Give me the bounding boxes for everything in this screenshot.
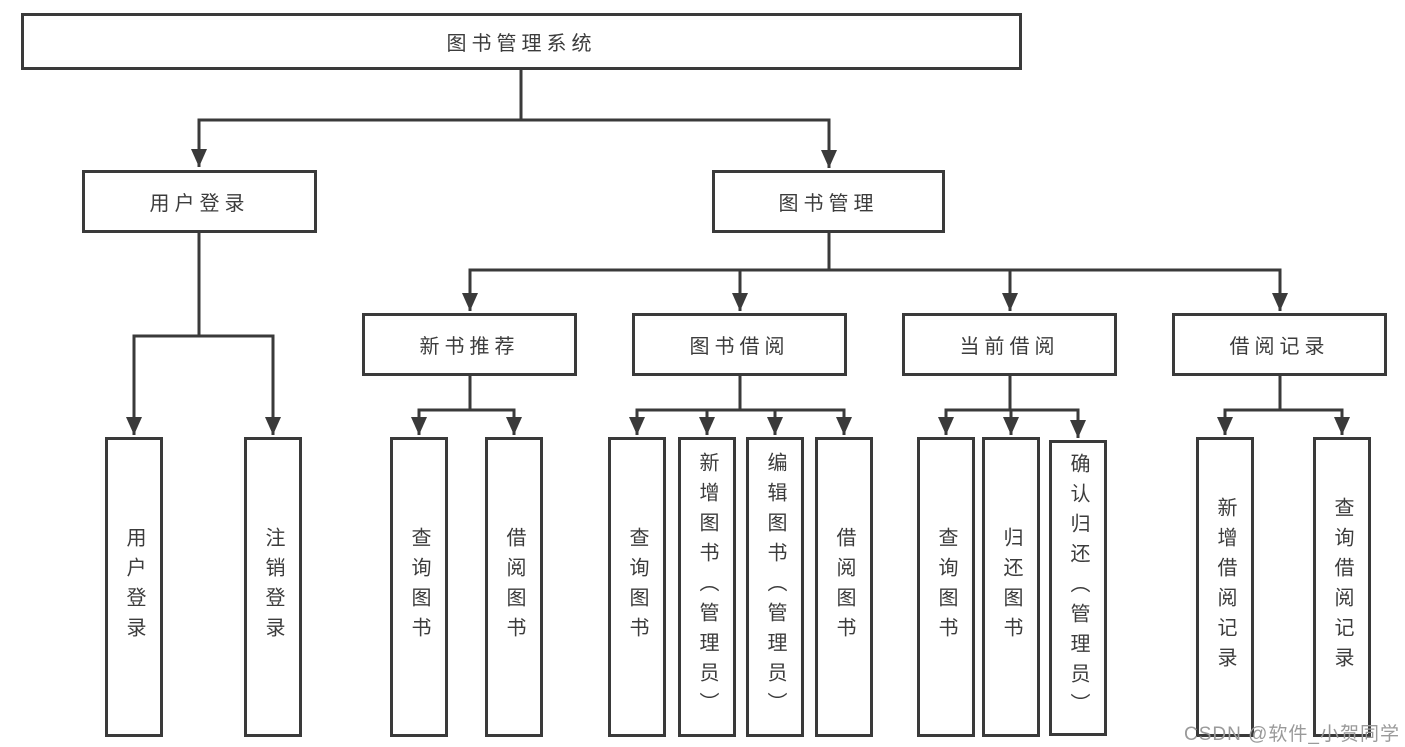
leaf-confirm-return-admin: 确认归还（管理员） — [1049, 440, 1107, 736]
leaf-borrow-books-recommend-label: 借阅图书 — [503, 527, 525, 647]
leaf-borrow-books-borrowing-label: 借阅图书 — [833, 527, 855, 647]
watermark: CSDN @软件_小贺同学 — [1184, 724, 1400, 745]
leaf-user-login-label: 用户登录 — [123, 527, 145, 647]
leaf-logout-login-label: 注销登录 — [262, 527, 284, 647]
leaf-query-books-current-label: 查询图书 — [935, 527, 957, 647]
node-root: 图书管理系统 — [21, 13, 1022, 70]
leaf-query-books-borrowing-label: 查询图书 — [626, 527, 648, 647]
node-current-borrowing: 当前借阅 — [902, 313, 1117, 376]
leaf-edit-books-admin: 编辑图书（管理员） — [746, 437, 804, 737]
node-new-book-recommend: 新书推荐 — [362, 313, 577, 376]
node-book-borrowing: 图书借阅 — [632, 313, 847, 376]
node-borrowing-records-label: 借阅记录 — [1229, 336, 1330, 358]
edge-book-borrowing-children — [629, 376, 852, 435]
leaf-return-books-label: 归还图书 — [1000, 527, 1022, 647]
node-user-login: 用户登录 — [82, 170, 317, 233]
leaf-query-books-recommend-label: 查询图书 — [408, 527, 430, 647]
node-new-book-recommend-label: 新书推荐 — [419, 336, 520, 358]
leaf-borrow-books-borrowing: 借阅图书 — [815, 437, 873, 737]
leaf-user-login: 用户登录 — [105, 437, 163, 737]
leaf-logout-login: 注销登录 — [244, 437, 302, 737]
node-current-borrowing-label: 当前借阅 — [959, 336, 1060, 358]
leaf-borrow-books-recommend: 借阅图书 — [485, 437, 543, 737]
leaf-query-books-borrowing: 查询图书 — [608, 437, 666, 737]
leaf-query-borrow-record-label: 查询借阅记录 — [1331, 497, 1353, 677]
leaf-return-books: 归还图书 — [982, 437, 1040, 737]
edge-root-to-level2 — [191, 70, 837, 168]
leaf-add-borrow-record-label: 新增借阅记录 — [1214, 497, 1236, 677]
leaf-add-books-admin: 新增图书（管理员） — [678, 437, 736, 737]
node-user-login-label: 用户登录 — [149, 193, 250, 215]
leaf-confirm-return-admin-label: 确认归还（管理员） — [1067, 453, 1089, 723]
edge-current-borrowing-children — [938, 376, 1086, 438]
edge-user-login-children — [126, 233, 281, 435]
edge-new-book-recommend-children — [411, 376, 522, 435]
leaf-query-books-recommend: 查询图书 — [390, 437, 448, 737]
node-book-management: 图书管理 — [712, 170, 945, 233]
leaf-edit-books-admin-label: 编辑图书（管理员） — [764, 452, 786, 722]
edge-book-management-children — [462, 233, 1288, 311]
node-borrowing-records: 借阅记录 — [1172, 313, 1387, 376]
leaf-query-borrow-record: 查询借阅记录 — [1313, 437, 1371, 737]
edge-borrowing-records-children — [1217, 376, 1350, 435]
node-book-management-label: 图书管理 — [778, 193, 879, 215]
leaf-add-books-admin-label: 新增图书（管理员） — [696, 452, 718, 722]
node-root-label: 图书管理系统 — [446, 33, 597, 55]
leaf-add-borrow-record: 新增借阅记录 — [1196, 437, 1254, 737]
node-book-borrowing-label: 图书借阅 — [689, 336, 790, 358]
leaf-query-books-current: 查询图书 — [917, 437, 975, 737]
